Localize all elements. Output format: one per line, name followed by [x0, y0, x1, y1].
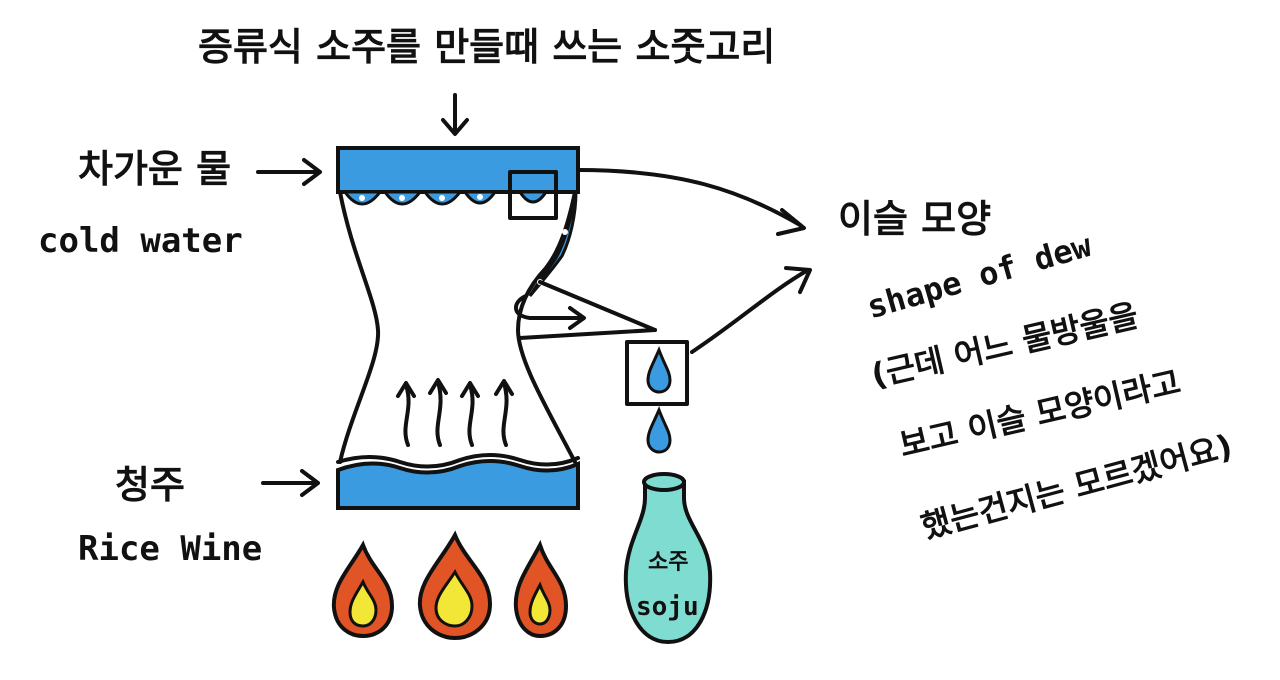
dew-highlight-box-bottom: [625, 340, 689, 406]
cold-water-label-ko: 차가운 물: [78, 147, 232, 191]
dew-arrow-top: [576, 168, 806, 236]
diagram-title: 증류식 소주를 만들때 쓰는 소줏고리: [198, 25, 776, 69]
fire-flames: [331, 530, 569, 641]
cold-water-arrow: [256, 158, 322, 186]
title-down-arrow: [441, 93, 469, 136]
spout-flow-arrow: [514, 294, 586, 330]
bottle-label-ko: 소주: [648, 550, 689, 575]
rice-wine-label-ko: 청주: [115, 463, 185, 507]
cold-water-label-en: cold water: [38, 221, 243, 261]
dew-label-ko: 이슬 모양: [838, 197, 992, 241]
dew-highlight-box-top: [508, 170, 558, 220]
spout-upper: [538, 280, 657, 332]
rice-wine-label-en: Rice Wine: [78, 529, 263, 569]
rice-wine-band: [336, 459, 580, 510]
soju-bottle: [623, 480, 713, 645]
dew-arrow-bottom: [690, 266, 812, 354]
still-body-left: [338, 190, 381, 464]
condensation-droplets: [342, 190, 498, 206]
spout-lower: [518, 328, 657, 340]
rice-wine-arrow: [261, 469, 320, 497]
falling-drop: [646, 406, 672, 454]
bottle-label-en: soju: [636, 592, 699, 622]
runoff-stream: [528, 191, 578, 297]
still-body-right: [516, 190, 577, 464]
vapor-arrows: [396, 378, 514, 447]
